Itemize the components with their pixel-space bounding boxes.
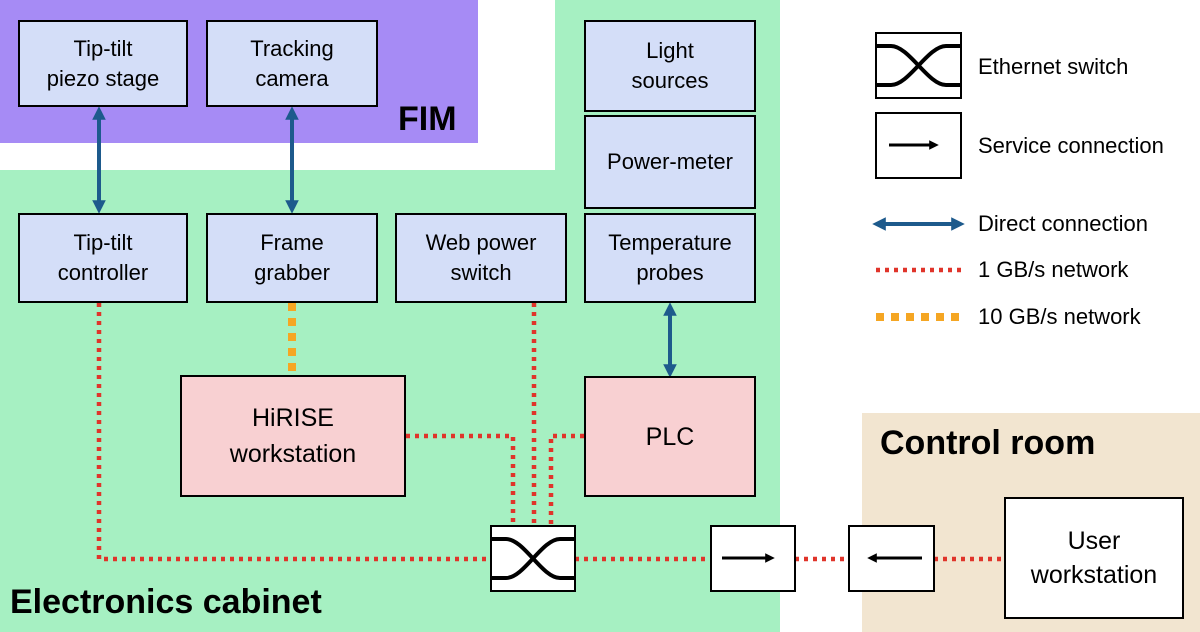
legend-ethernet-switch-label: Ethernet switch	[978, 54, 1129, 79]
legend-direct-connection-label: Direct connection	[978, 211, 1148, 236]
legend-10gb-label: 10 GB/s network	[978, 304, 1141, 329]
net-1gb-tip-tilt-controller	[96, 303, 492, 562]
service-connection-out-icon	[710, 525, 796, 592]
temperature-probes-box: Temperature probes	[584, 213, 756, 303]
tracking-camera-box: Tracking camera	[206, 20, 378, 107]
electronics-cabinet-label: Electronics cabinet	[10, 583, 322, 621]
net-1gb-hirise	[406, 433, 516, 527]
net-1gb-plc	[548, 433, 584, 527]
tip-tilt-stage-box: Tip-tilt piezo stage	[18, 20, 188, 107]
service-connection-in-icon	[848, 525, 935, 592]
web-power-switch-box: Web power switch	[395, 213, 567, 303]
ethernet-switch-icon	[490, 525, 576, 592]
hirise-workstation-box: HiRISE workstation	[180, 375, 406, 497]
fim-label: FIM	[398, 100, 457, 138]
legend-1gb-label: 1 GB/s network	[978, 257, 1129, 282]
plc-box: PLC	[584, 376, 756, 497]
legend-service-connection-icon	[875, 112, 962, 179]
legend-ethernet-switch-icon	[875, 32, 962, 99]
legend-service-connection-label: Service connection	[978, 133, 1164, 158]
user-workstation-box: User workstation	[1004, 497, 1184, 619]
tip-tilt-controller-box: Tip-tilt controller	[18, 213, 188, 303]
control-room-label: Control room	[880, 424, 1096, 462]
frame-grabber-box: Frame grabber	[206, 213, 378, 303]
power-meter-box: Power-meter	[584, 115, 756, 209]
light-sources-box: Light sources	[584, 20, 756, 112]
